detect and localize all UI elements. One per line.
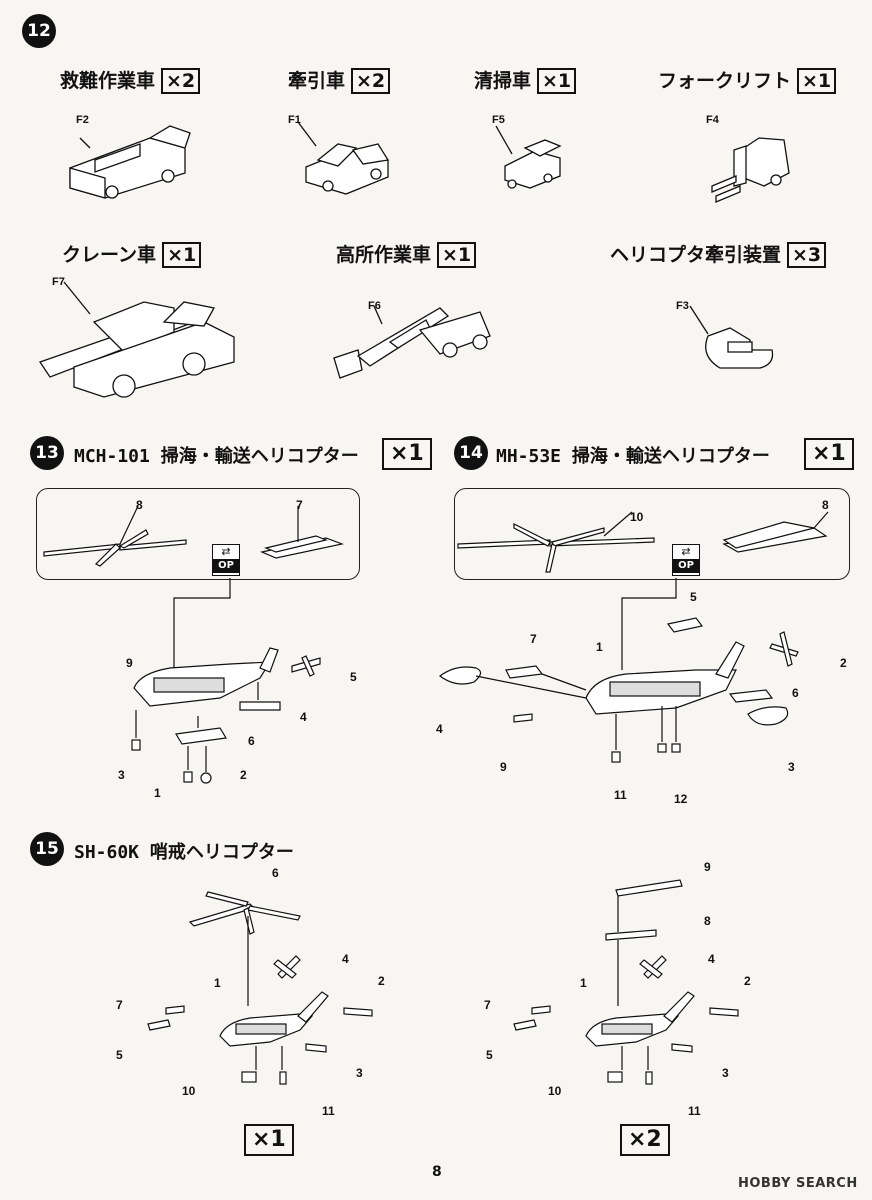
s15r-part-5: 5 [486, 1048, 493, 1062]
s15r-part-7: 7 [484, 998, 491, 1012]
s14-part-6: 6 [792, 686, 799, 700]
sweeper-drawing [495, 125, 562, 189]
s14-part-8: 8 [822, 498, 829, 512]
s15l-part-6: 6 [272, 866, 279, 880]
s14-part-3: 3 [788, 760, 795, 774]
crane-truck-name: クレーン車 [62, 244, 157, 266]
part-f2-label: F2 [76, 114, 89, 126]
s15l-part-2: 2 [378, 974, 385, 988]
s13-part-4: 4 [300, 710, 307, 724]
forklift-label: フォークリフト×1 [658, 66, 837, 94]
s15l-part-11: 11 [322, 1104, 335, 1118]
s15r-part-4: 4 [708, 952, 715, 966]
forklift-name: フォークリフト [658, 70, 792, 92]
heli-tow-label: ヘリコプタ牽引装置×3 [610, 240, 827, 268]
section-13-option-box [36, 488, 360, 580]
heli-tow-qty: ×3 [787, 242, 827, 268]
s15r-part-11: 11 [688, 1104, 701, 1118]
option-swap-icon: ⇄OP [212, 544, 240, 576]
section-15-qty-left: ×1 [244, 1124, 294, 1156]
tow-tractor-name: 牽引車 [288, 70, 346, 92]
s13-part-7: 7 [296, 498, 303, 512]
s13-part-8: 8 [136, 498, 143, 512]
tow-tractor-qty: ×2 [351, 68, 391, 94]
rescue-truck-name: 救難作業車 [60, 70, 156, 92]
heli-tow-drawing [689, 305, 774, 369]
s14-part-2: 2 [840, 656, 847, 670]
step-12-badge: 12 [22, 14, 56, 48]
forklift-qty: ×1 [797, 68, 837, 94]
crane-truck-qty: ×1 [162, 242, 202, 268]
crane-truck-label: クレーン車×1 [62, 240, 202, 268]
rescue-truck-label: 救難作業車×2 [60, 66, 201, 94]
s15r-part-10: 10 [548, 1084, 562, 1098]
s15r-part-1: 1 [580, 976, 587, 990]
part-f3-label: F3 [676, 300, 689, 312]
section-14-title: MH-53E 掃海・輸送ヘリコプター [496, 446, 770, 467]
mh53e-assembly-drawing [438, 578, 799, 763]
s14-part-7: 7 [530, 632, 537, 646]
s14-part-5: 5 [690, 590, 697, 604]
section-13-rotor-drawings [43, 505, 345, 567]
tow-tractor-drawing [297, 121, 390, 195]
s15l-part-7: 7 [116, 998, 123, 1012]
sh60k-assembly-right [513, 879, 739, 1085]
s15l-part-10: 10 [182, 1084, 196, 1098]
section-14-option-box [454, 488, 850, 580]
tow-tractor-label: 牽引車×2 [288, 66, 391, 94]
watermark: HOBBY SEARCH [738, 1176, 858, 1191]
option-swap-icon-14: ⇄OP [672, 544, 700, 576]
heli-tow-name: ヘリコプタ牽引装置 [610, 244, 782, 266]
part-f1-label: F1 [288, 114, 301, 126]
step-13-badge: 13 [30, 436, 64, 470]
s14-part-1: 1 [596, 640, 603, 654]
s15l-part-4: 4 [342, 952, 349, 966]
aerial-work-drawing [333, 305, 491, 379]
rescue-truck-drawing [69, 125, 191, 199]
s14-part-11: 11 [614, 788, 627, 802]
section-13-qty: ×1 [382, 438, 432, 470]
s14-part-4: 4 [436, 722, 443, 736]
section-14-qty: ×1 [804, 438, 854, 470]
aerial-work-label: 高所作業車×1 [336, 240, 477, 268]
section-15-title: SH-60K 哨戒ヘリコプター [74, 842, 294, 863]
s13-part-2: 2 [240, 768, 247, 782]
crane-truck-drawing [38, 281, 235, 398]
s14-part-10: 10 [630, 510, 644, 524]
sh60k-assembly-left [147, 891, 373, 1085]
sweeper-name: 清掃車 [474, 70, 532, 92]
s13-part-3: 3 [118, 768, 125, 782]
s15r-part-2: 2 [744, 974, 751, 988]
rescue-truck-qty: ×2 [161, 68, 201, 94]
s13-part-5: 5 [350, 670, 357, 684]
page-number: 8 [432, 1164, 442, 1180]
s13-part-6: 6 [248, 734, 255, 748]
s13-part-1: 1 [154, 786, 161, 800]
s14-part-12: 12 [674, 792, 688, 806]
s15l-part-5: 5 [116, 1048, 123, 1062]
section-14-rotor-drawings [457, 511, 829, 573]
option-14-label: OP [673, 559, 699, 573]
step-14-badge: 14 [454, 436, 488, 470]
s15r-part-9: 9 [704, 860, 711, 874]
part-f7-label: F7 [52, 276, 65, 288]
s13-part-9: 9 [126, 656, 133, 670]
s14-part-9: 9 [500, 760, 507, 774]
s15r-part-8: 8 [704, 914, 711, 928]
s15l-part-3: 3 [356, 1066, 363, 1080]
s15l-part-1: 1 [214, 976, 221, 990]
part-f5-label: F5 [492, 114, 505, 126]
mch101-assembly-drawing [131, 578, 321, 784]
sweeper-qty: ×1 [537, 68, 577, 94]
option-13-label: OP [213, 559, 239, 573]
step-15-badge: 15 [30, 832, 64, 866]
section-15-qty-right: ×2 [620, 1124, 670, 1156]
sweeper-label: 清掃車×1 [474, 66, 577, 94]
aerial-work-qty: ×1 [437, 242, 477, 268]
s15r-part-3: 3 [722, 1066, 729, 1080]
aerial-work-name: 高所作業車 [336, 244, 432, 266]
section-13-title: MCH-101 掃海・輸送ヘリコプター [74, 446, 359, 467]
part-f4-label: F4 [706, 114, 719, 126]
forklift-drawing [711, 137, 790, 203]
